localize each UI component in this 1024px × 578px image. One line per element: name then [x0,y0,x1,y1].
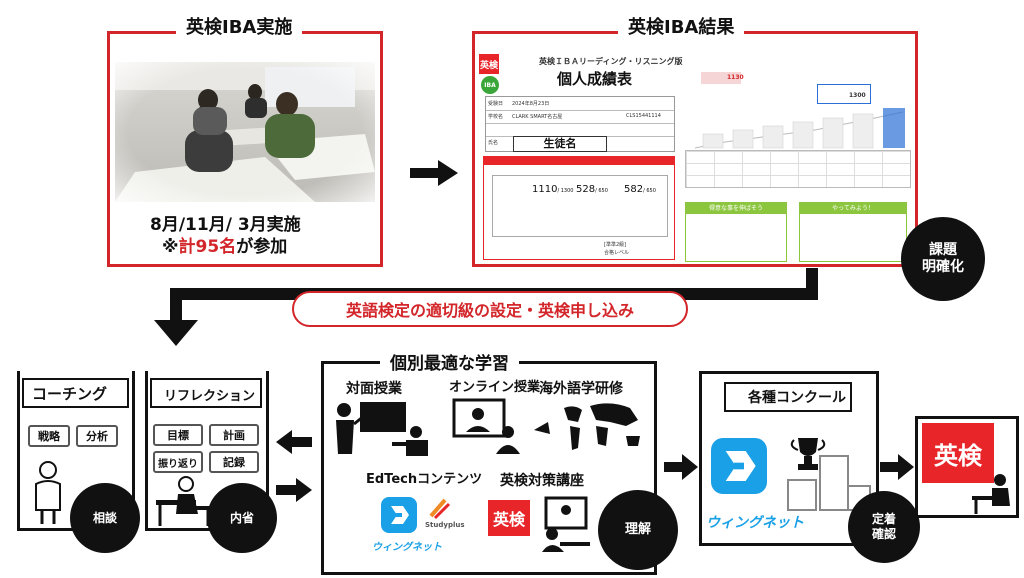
iba-results-title: 英検IBA結果 [618,13,745,39]
sheet-student-name: 生徒名 [513,136,607,152]
sheet-grid [685,150,911,188]
sheet-school: CLARK SMART名古屋 [512,114,563,120]
world-map-icon [534,403,640,450]
iba-participants: ※計95名が参加 [162,232,287,257]
edtech-label: EdTechコンテンツ [366,472,483,487]
sheet-level: [準準2級] [604,242,627,248]
sheet-total: 1110/ 1300 [532,184,574,195]
face-to-face-label: 対面授業 [346,381,402,397]
trophy-icon [787,438,871,511]
learning-title: 個別最適な学習 [380,349,519,374]
contests-title: 各種コンクール [748,390,846,406]
sheet-name-label: 氏名 [488,140,499,146]
sheet-level-note: 合格レベル [604,250,630,256]
sheet-date-label: 受験日 [488,101,504,107]
winnet-logo-icon [391,506,409,524]
sheet-progress-chart [694,108,905,149]
badge-clarify-issues: 課題 明確化 [901,217,985,301]
sheet-logo: 英検 [479,54,499,74]
arrow-left-icon [276,430,312,454]
sheet-score-box: 1110/ 1300 528/ 650 582/ 650 [準準2級] 合格レベ… [483,156,675,260]
sheet-listening: 582/ 650 [624,184,656,195]
study-desk-icon [542,496,590,552]
classroom-photo [115,62,375,202]
score-report-sheet: 英検 IBA 英検ＩＢＡリーディング・リスニング版 個人成績表 受験日 2024… [479,48,911,262]
badge-understanding: 理解 [598,490,678,570]
sheet-title: 個人成績表 [557,70,633,88]
sheet-date: 2024年8月23日 [512,101,550,107]
studyplus-label: Studyplus [425,521,465,529]
arrow-right-icon [880,454,914,480]
application-banner-text: 英語検定の適切級の設定・英検申し込み [345,301,634,320]
coaching-title-box [22,378,129,408]
winnet-logo-icon [725,451,756,481]
sheet-logo-iba: IBA [481,76,499,94]
reflection-title-box [150,378,262,408]
sheet-good-label: 得意な事を伸ばそう [686,203,786,214]
iba-dates: 8月/11月/ 3月実施 [150,215,301,235]
eiken-logo-small: 英検 [488,500,530,536]
participants-suffix: が参加 [236,237,288,257]
iba-implementation-title: 英検IBA実施 [176,13,303,39]
sheet-good-box: 得意な事を伸ばそう [685,202,787,262]
overseas-study-label: 海外語学研修 [539,381,623,397]
sheet-header: 英検ＩＢＡリーディング・リスニング版 [539,57,683,66]
reflection-tag-plan: 計画 [209,424,259,446]
sheet-score-1300: 1300 [849,92,866,99]
contests-title-box [724,382,852,412]
sheet-school-label: 学校名 [488,114,504,120]
badge-introspection: 内省 [207,483,277,553]
sheet-score-highlight [701,72,741,84]
consultation-person-icon [35,461,61,524]
arrow-right-icon [276,478,312,502]
coaching-tag-analysis: 分析 [76,425,118,447]
studyplus-logo-icon [429,498,451,520]
online-lesson-icon [452,398,520,454]
contests-panel [699,371,879,546]
badge-retention-check: 定着 確認 [848,491,920,563]
sheet-try-label: やってみよう！ [800,203,906,214]
online-lesson-label: オンライン授業 [449,380,541,395]
test-taker-icon [972,474,1010,514]
sheet-score-1130: 1130 [727,74,744,81]
reflection-panel [145,371,269,531]
badge-consultation: 相談 [70,483,140,553]
sheet-target-box [817,84,871,104]
sheet-id: CLS15441114 [626,113,661,119]
arrow-right-icon [410,160,458,186]
reflection-tag-review: 振り返り [153,451,203,473]
coaching-tag-strategy: 戦略 [28,425,70,447]
winnet-label: ウィングネット [706,515,804,531]
participants-prefix: ※ [162,237,179,257]
coaching-title: コーチング [32,385,108,403]
eiken-logo-large: 英検 [922,423,994,483]
sheet-try-box: やってみよう！ [799,202,907,262]
teacher-icon [336,402,428,456]
participants-count: 計95名 [178,237,237,257]
winnet-label-small: ウィングネット [372,542,442,553]
sheet-reading: 528/ 650 [576,184,608,195]
reflection-tag-goal: 目標 [153,424,203,446]
eiken-course-label: 英検対策講座 [500,473,584,489]
arrow-right-icon [664,454,698,480]
application-banner: 英語検定の適切級の設定・英検申し込み [292,291,688,327]
final-eiken-panel [915,416,1019,518]
reflection-title: リフレクション [164,389,256,404]
reflection-tag-record: 記録 [209,451,259,473]
